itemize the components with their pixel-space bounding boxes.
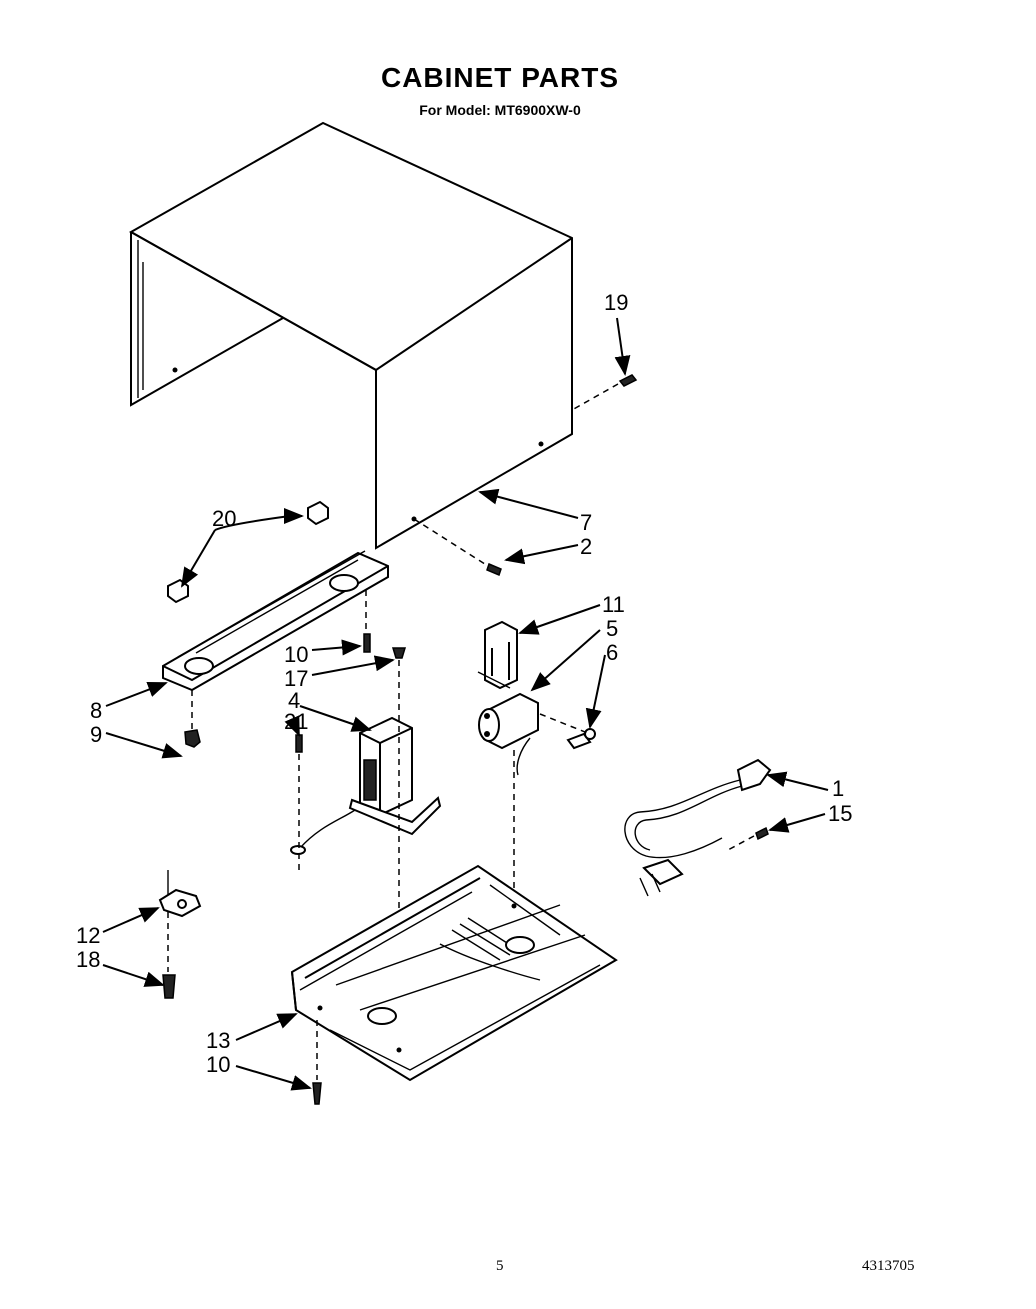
callout-2: 2 [580,534,592,559]
screw-10-upper-part [363,633,371,653]
callout-11: 11 [602,592,625,617]
spacer-20b-part [167,578,189,604]
screw-2-part [413,518,502,577]
spacer-20a-part [307,500,329,526]
callout-10-upper: 10 [284,642,308,667]
callout-8: 8 [90,698,102,723]
screw-17-part [391,647,407,659]
screw-10-lower-part [312,1082,322,1105]
cabinet-wrapper-part [128,121,573,550]
page-number: 5 [496,1258,504,1274]
callout-7: 7 [580,510,592,535]
callout-6: 6 [606,640,618,665]
callout-21: 21 [284,709,308,734]
callout-1: 1 [832,776,844,801]
page-title: CABINET PARTS [380,62,620,93]
callout-17: 17 [284,666,308,691]
callout-4: 4 [288,688,300,713]
base-plate-part [290,864,618,1082]
callout-12: 12 [76,923,100,948]
callout-15: 15 [828,801,852,826]
rail-bracket-part [162,550,389,730]
screw-19-part [571,374,638,411]
screw-18-part [162,974,176,999]
callout-10-lower: 10 [206,1052,230,1077]
document-number: 4313705 [862,1258,915,1274]
power-cord-part [624,758,772,897]
screw-21-part [295,734,303,753]
callout-19: 19 [604,290,628,315]
callout-13: 13 [206,1028,230,1053]
screw-15-part [755,826,769,841]
callout-5: 5 [606,616,618,641]
callout-9: 9 [90,722,102,747]
mount-bracket-part [158,870,202,972]
model-subtitle: For Model: MT6900XW-0 [419,102,581,118]
capacitor-bracket-part [477,620,518,690]
diode-part [516,713,596,776]
leader-lines [102,317,829,1091]
capacitor-part [478,692,539,750]
callout-20: 20 [212,506,236,531]
transformer-part [290,716,442,855]
callout-18: 18 [76,947,100,972]
foot-9-part [184,729,201,748]
